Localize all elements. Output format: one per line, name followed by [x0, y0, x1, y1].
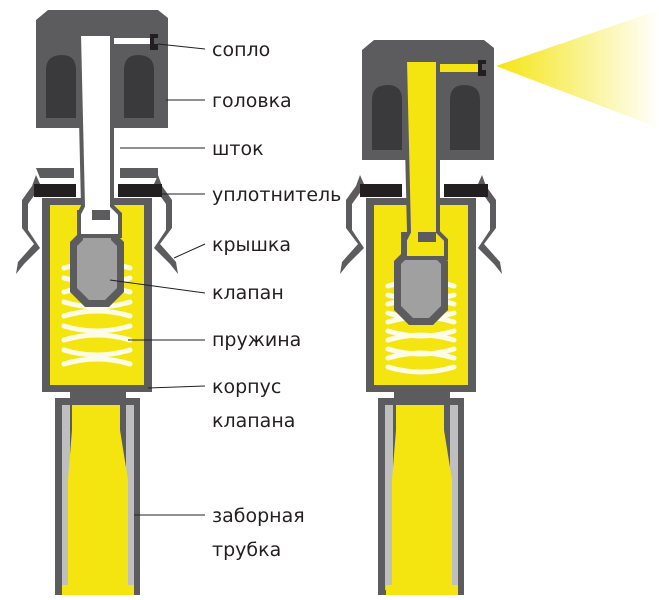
label-valve-body-2: клапана: [212, 410, 295, 432]
dip-tube: [55, 385, 140, 595]
dip-tube-open: [378, 385, 464, 595]
label-valve: клапан: [212, 282, 284, 304]
cap-open: [340, 175, 502, 274]
label-stem: шток: [212, 138, 264, 160]
seal: [34, 184, 162, 197]
cap: [16, 168, 178, 274]
label-dip-tube-2: трубка: [212, 539, 281, 561]
seal-open: [360, 184, 488, 197]
label-head: головка: [212, 90, 292, 112]
spray-cone: [496, 10, 659, 128]
labels: сопло головка шток уплотнитель крышка кл…: [212, 39, 341, 561]
label-nozzle: сопло: [212, 39, 270, 61]
stem-open: [402, 58, 448, 260]
stem: [76, 32, 122, 238]
label-valve-body-1: корпус: [212, 376, 281, 398]
valve-closed: [16, 10, 178, 595]
valve-open: [340, 10, 659, 595]
label-seal: уплотнитель: [212, 184, 341, 206]
label-dip-tube-1: заборная: [212, 505, 305, 527]
label-cap: крышка: [212, 234, 291, 256]
label-spring: пружина: [212, 329, 301, 351]
leader-lines: [109, 43, 206, 516]
